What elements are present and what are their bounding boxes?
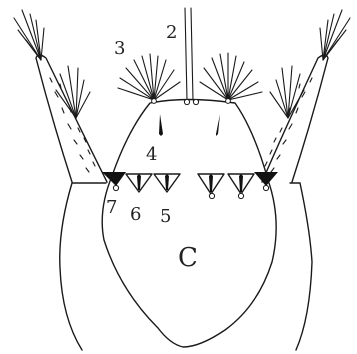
seta-3-left xyxy=(118,54,180,103)
label-7: 7 xyxy=(106,197,117,218)
setae-5-6-7-row xyxy=(102,172,278,199)
tuft-7-right xyxy=(254,172,278,191)
right-antenna-subapical-tuft xyxy=(270,66,304,118)
label-5: 5 xyxy=(160,206,171,227)
label-4: 4 xyxy=(146,144,157,165)
label-6: 6 xyxy=(130,204,141,225)
left-antenna-subapical-tuft xyxy=(56,66,90,118)
seta-4 xyxy=(159,114,220,136)
seta-3-right xyxy=(200,53,262,103)
right-antenna-apical-tuft xyxy=(320,10,350,60)
tuft-7-left xyxy=(102,172,126,191)
left-antenna-apical-tuft xyxy=(14,10,44,60)
tuft-6-left xyxy=(126,174,152,192)
label-c: C xyxy=(178,243,198,273)
seta-2 xyxy=(184,8,198,105)
clypeus-outline xyxy=(102,100,276,348)
tuft-6-right xyxy=(228,174,254,199)
right-antenna xyxy=(262,10,350,182)
label-3: 3 xyxy=(114,38,125,59)
tuft-5-left xyxy=(154,174,180,192)
tuft-5-right xyxy=(198,174,224,199)
left-antenna xyxy=(14,10,107,182)
label-2: 2 xyxy=(166,22,177,43)
